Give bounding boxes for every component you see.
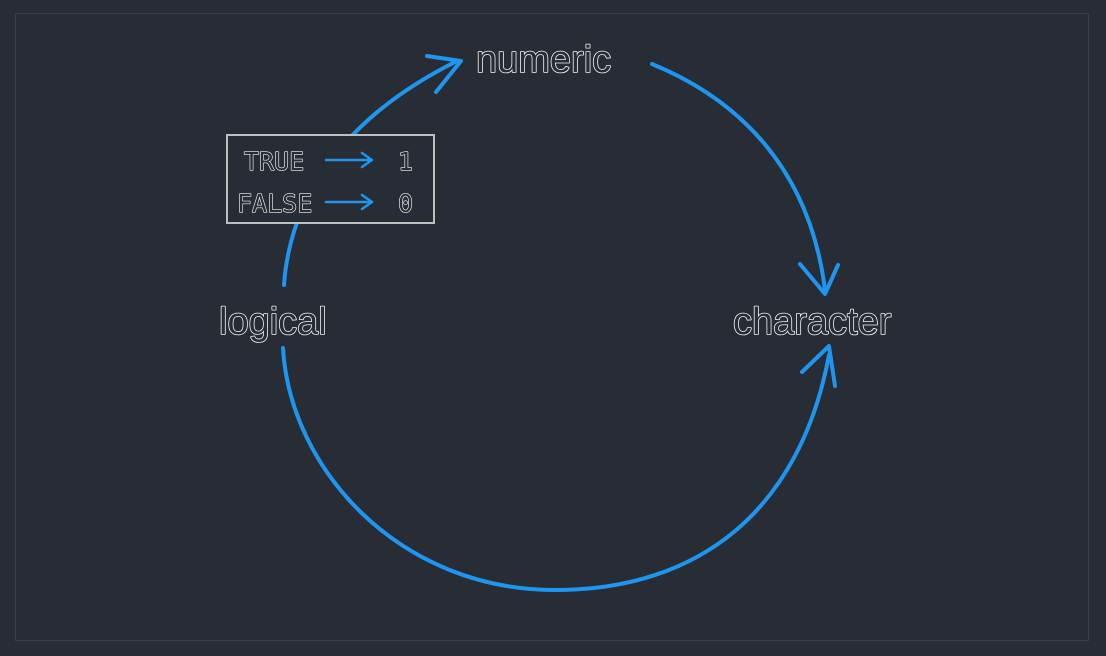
legend-false-arrow <box>324 193 374 211</box>
legend-true-arrow <box>324 151 374 169</box>
legend-box <box>226 134 435 224</box>
diagram-frame <box>15 13 1089 641</box>
legend-true-label: TRUE <box>244 147 304 176</box>
node-character: character <box>733 301 892 343</box>
coercion-legend: TRUE 1 FALSE 0 <box>226 134 435 224</box>
legend-true-value: 1 <box>398 147 413 176</box>
legend-false-value: 0 <box>398 189 413 218</box>
arrow-numeric-to-character <box>650 62 827 292</box>
arrowhead-character-top <box>798 262 840 296</box>
arrowhead-character-bottom <box>800 344 837 388</box>
legend-false-label: FALSE <box>237 189 312 218</box>
arrowhead-numeric <box>425 54 463 94</box>
arrow-logical-to-character <box>281 346 831 592</box>
node-logical: logical <box>219 301 327 343</box>
node-numeric: numeric <box>476 39 611 81</box>
